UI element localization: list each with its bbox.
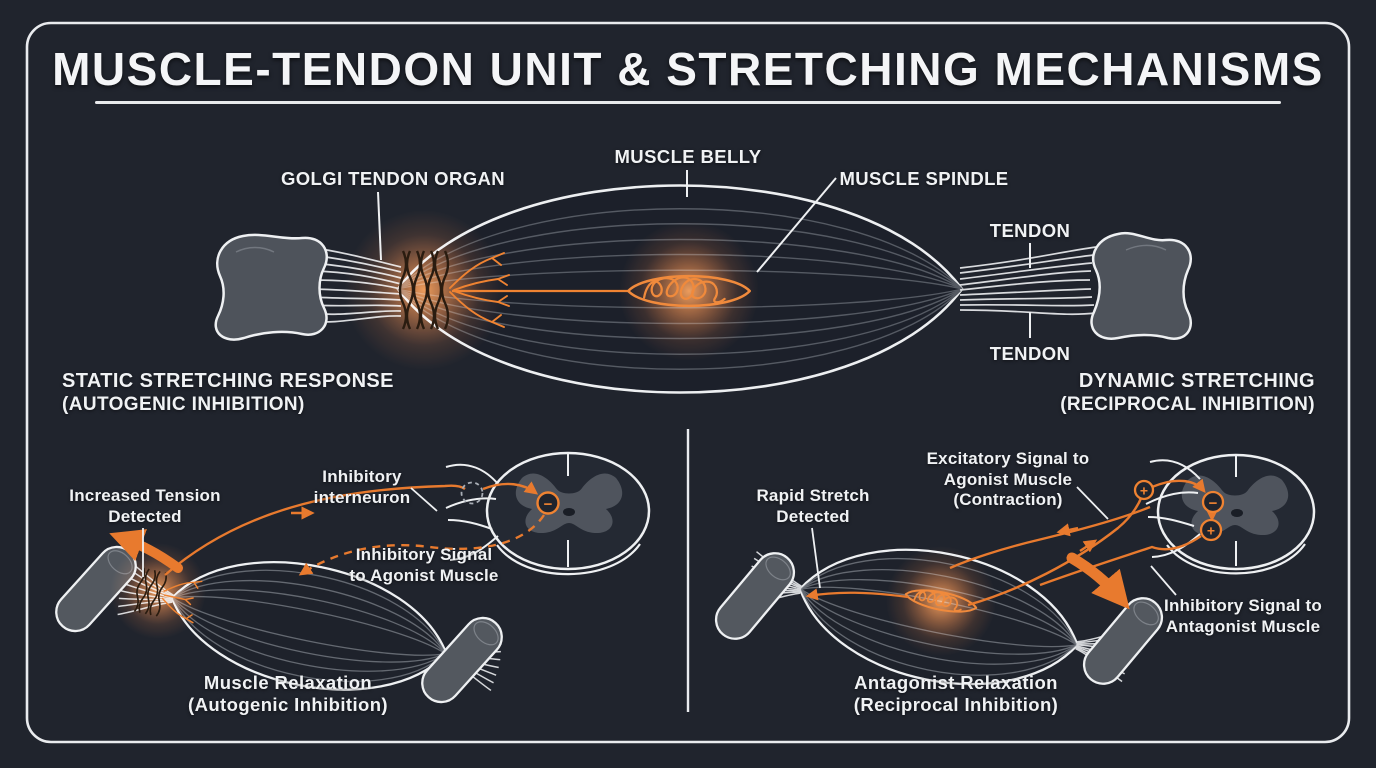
label-muscle-belly: MUSCLE BELLY bbox=[614, 146, 762, 167]
svg-text:−: − bbox=[544, 496, 553, 513]
agonist-bones bbox=[55, 545, 503, 704]
pointer-lines-dynamic bbox=[811, 486, 1177, 596]
muscle-spindle-small bbox=[904, 589, 978, 613]
minus-badge-icon: − bbox=[536, 491, 560, 515]
spindle-left-process bbox=[805, 588, 909, 601]
afferent-signal-path-right bbox=[967, 495, 1144, 607]
spindle-glow-small bbox=[886, 546, 996, 656]
golgi-tendon-organ bbox=[398, 250, 510, 330]
inhibitory-efferent-antagonist-path bbox=[1039, 535, 1202, 587]
label-muscle-relaxation: Muscle Relaxation (Autogenic Inhibition) bbox=[188, 672, 388, 715]
golgi-tendon-organ-small bbox=[133, 567, 203, 624]
frame-border bbox=[25, 21, 1351, 744]
golgi-glow bbox=[344, 210, 504, 370]
svg-text:−: − bbox=[1209, 495, 1218, 512]
afferent-signal-path bbox=[164, 484, 466, 576]
label-tendon-top: TENDON bbox=[989, 220, 1071, 241]
interneuron-node bbox=[460, 481, 484, 505]
dynamic-panel-heading: DYNAMIC STRETCHING (RECIPROCAL INHIBITIO… bbox=[1060, 369, 1315, 417]
label-inhibitory-signal-antagonist: Inhibitory Signal to Antagonist Muscle bbox=[1164, 596, 1322, 636]
excitatory-efferent-path bbox=[949, 505, 1151, 570]
static-panel-diagram: − bbox=[55, 451, 651, 704]
cord-internal-path-2 bbox=[1205, 508, 1219, 522]
stretch-direction-arrow bbox=[1066, 552, 1130, 610]
label-muscle-spindle: MUSCLE SPINDLE bbox=[839, 168, 1009, 189]
spindle-glow bbox=[619, 221, 759, 361]
pointer-lines-static bbox=[142, 487, 438, 577]
interneuron-to-motor-path bbox=[482, 481, 539, 495]
svg-text:+: + bbox=[1207, 523, 1215, 539]
bone-left bbox=[214, 233, 328, 341]
svg-text:+: + bbox=[1140, 483, 1148, 499]
dynamic-subheading-line: (RECIPROCAL INHIBITION) bbox=[1060, 394, 1315, 415]
spinal-cord-right bbox=[1145, 453, 1316, 575]
title-underline bbox=[95, 101, 1281, 104]
static-panel-heading: STATIC STRETCHING RESPONSE (AUTOGENIC IN… bbox=[62, 369, 394, 417]
minus-badge-icon-right: − bbox=[1201, 490, 1225, 514]
muscle-spindle-shape bbox=[627, 274, 751, 308]
bone-right-shading bbox=[1125, 244, 1167, 251]
cord-internal-path-1 bbox=[1151, 478, 1206, 494]
dynamic-panel-diagram: + − + bbox=[714, 453, 1316, 686]
static-heading-line: STATIC STRETCHING RESPONSE bbox=[62, 370, 394, 392]
bone-left-shading bbox=[235, 246, 275, 253]
label-inhibitory-signal-agonist: Inhibitory Signal to Agonist Muscle bbox=[349, 545, 499, 585]
tension-direction-arrow bbox=[109, 529, 183, 573]
dynamic-heading-line: DYNAMIC STRETCHING bbox=[1078, 370, 1315, 392]
label-inhibitory-interneuron: Inhibitory interneuron bbox=[313, 467, 411, 507]
label-excitatory-signal: Excitatory Signal to Agonist Muscle (Con… bbox=[926, 449, 1090, 509]
entry-plus-badge-icon: + bbox=[1133, 479, 1155, 501]
pointer-lines-top bbox=[377, 170, 1031, 338]
label-increased-tension: Increased Tension Detected bbox=[69, 486, 221, 526]
inhibitory-efferent-dashed-path bbox=[298, 514, 545, 576]
label-rapid-stretch: Rapid Stretch Detected bbox=[756, 486, 870, 526]
label-antagonist-relaxation: Antagonist Relaxation (Reciprocal Inhibi… bbox=[853, 672, 1059, 715]
bone-right bbox=[1090, 231, 1193, 340]
efferent-direction-arrow-icon bbox=[1056, 523, 1079, 537]
exit-plus-badge-icon: + bbox=[1199, 518, 1223, 542]
label-tendon-bottom: TENDON bbox=[989, 343, 1071, 364]
page-title: MUSCLE-TENDON UNIT & STRETCHING MECHANIS… bbox=[52, 43, 1324, 95]
label-golgi-tendon-organ: GOLGI TENDON ORGAN bbox=[280, 168, 506, 189]
top-muscle-tendon-unit bbox=[214, 170, 1193, 394]
afferent-direction-arrow-icon-right bbox=[1079, 539, 1098, 553]
stretched-muscle-bones bbox=[714, 552, 1164, 685]
tendon-fibers-right bbox=[959, 246, 1097, 316]
static-subheading-line: (AUTOGENIC INHIBITION) bbox=[62, 394, 305, 415]
